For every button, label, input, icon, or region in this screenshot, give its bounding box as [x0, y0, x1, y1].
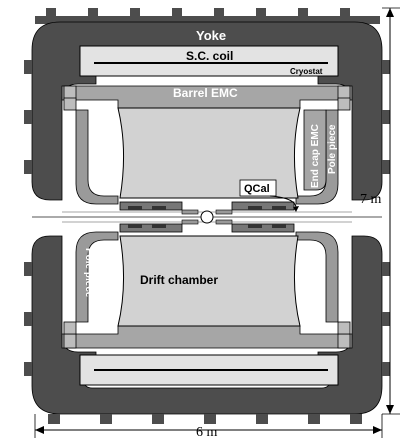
pole-piece-upper-left [75, 109, 119, 205]
width-dimension [34, 414, 383, 438]
height-dimension [382, 7, 400, 415]
end-cap-emc-label: End cap EMC [310, 124, 321, 188]
drift-chamber-upper [117, 107, 301, 199]
pole-piece-left-label: Pole piece [83, 248, 94, 298]
yoke-top-bar [35, 8, 380, 24]
qcal-label-box [239, 179, 277, 197]
qcal-label: QCal [244, 183, 270, 195]
drift-chamber-label: Drift chamber [140, 273, 218, 287]
cryostat-top [79, 45, 339, 77]
yoke-label: Yoke [196, 28, 226, 43]
qcal-right-magnets [215, 201, 295, 233]
height-dimension-label: 7 m [360, 192, 382, 207]
sc-coil-label: S.C. coil [186, 49, 233, 63]
barrel-emc-label: Barrel EMC [173, 86, 238, 100]
barrel-emc-bottom [61, 325, 353, 349]
pole-piece-lower-right [295, 231, 339, 323]
qcal-left-magnets [119, 201, 199, 233]
pole-piece-right-label: Pole piece [327, 124, 338, 174]
cryostat-label: Cryostat [290, 67, 323, 76]
yoke-side-teeth [24, 60, 390, 376]
yoke-bottom-teeth [48, 414, 362, 424]
qcal-arrowhead [293, 206, 299, 212]
pole-piece-lower-left [75, 231, 119, 323]
emc-end-blocks [63, 85, 351, 349]
drift-chamber-lower [117, 235, 301, 327]
interaction-point-circle [200, 210, 214, 224]
end-cap-emc-upper-right [303, 109, 327, 191]
yoke-lower [31, 235, 383, 415]
width-dimension-label: 6 m [196, 425, 218, 440]
